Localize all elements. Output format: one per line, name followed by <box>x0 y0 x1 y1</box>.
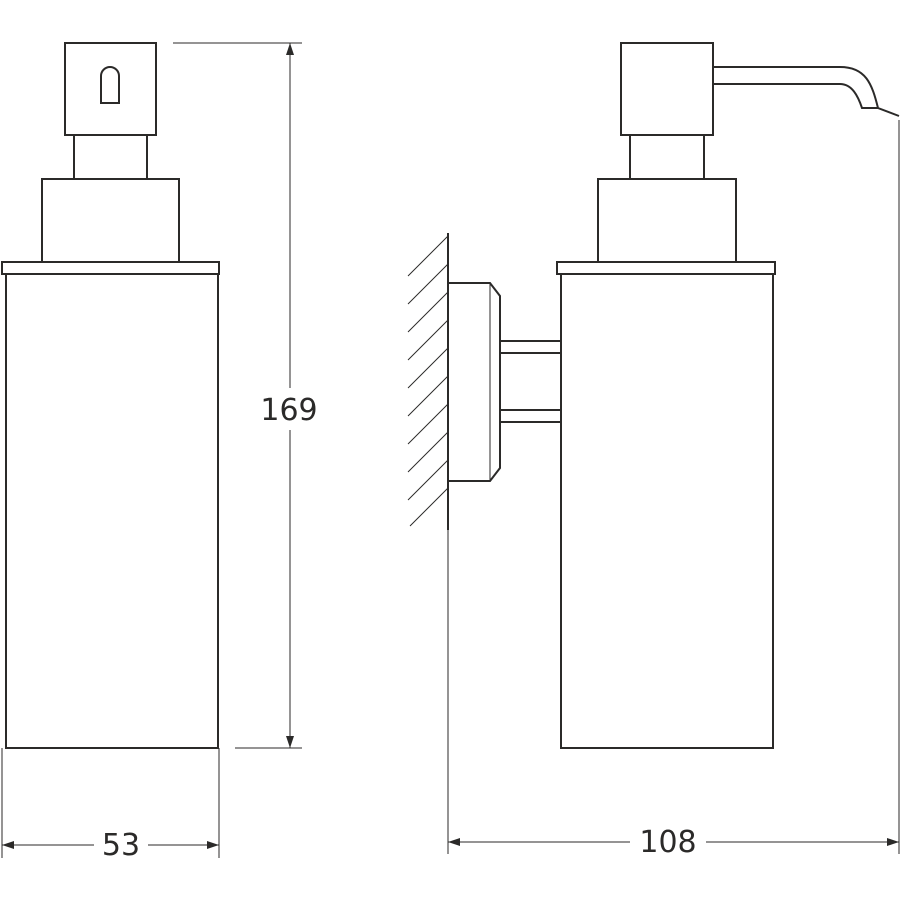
side-container-body <box>560 273 774 749</box>
side-pump-collar <box>597 178 737 263</box>
support-arm <box>500 340 560 423</box>
pump-head <box>64 42 157 136</box>
width-dimension: 53 <box>1 748 220 863</box>
height-label: 169 <box>260 393 317 428</box>
wall-hatching <box>407 235 449 527</box>
depth-dimension: 108 <box>447 120 900 860</box>
wall-mount-plate <box>447 282 501 482</box>
container-rim <box>1 261 220 275</box>
spout <box>713 66 900 117</box>
height-dimension: 169 <box>173 42 318 749</box>
side-pump-head <box>620 42 714 136</box>
side-pump-stem <box>629 134 705 180</box>
width-label: 53 <box>102 828 140 863</box>
depth-label: 108 <box>639 825 696 860</box>
side-container-rim <box>556 261 776 275</box>
nozzle-opening <box>100 66 120 104</box>
front-view <box>1 42 220 749</box>
side-view <box>407 42 900 749</box>
pump-collar <box>41 178 180 263</box>
container-body <box>5 273 219 749</box>
pump-stem <box>73 134 148 180</box>
